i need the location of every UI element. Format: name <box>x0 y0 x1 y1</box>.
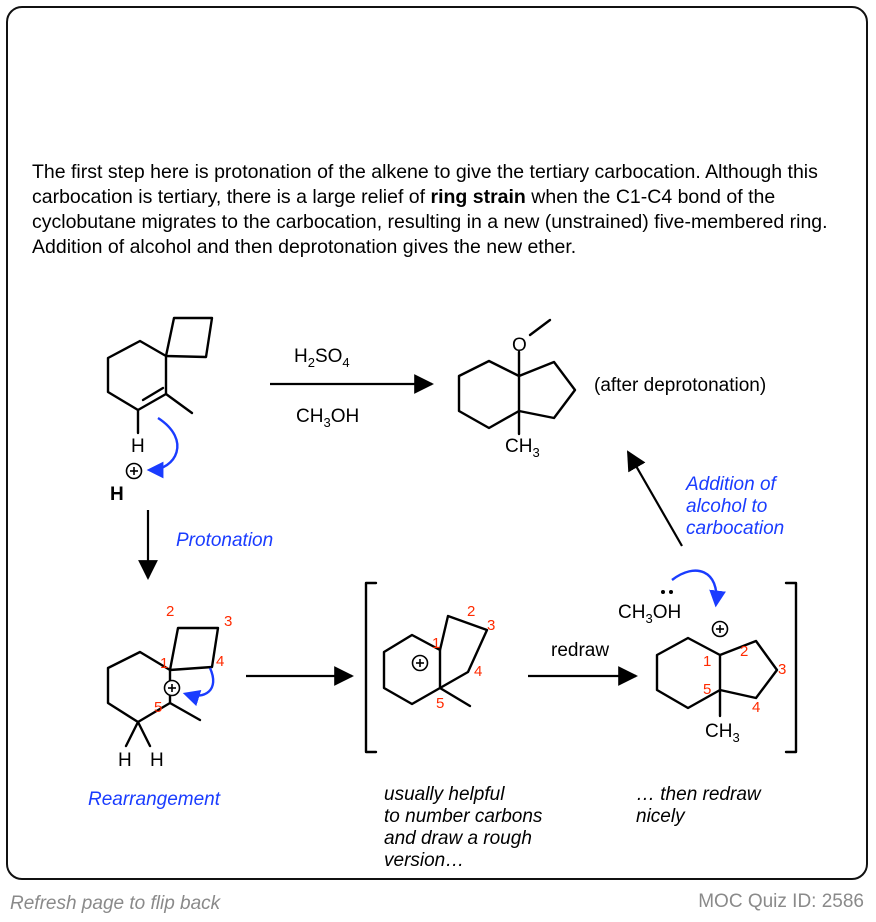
addition-label-line2: alcohol to <box>686 496 767 517</box>
rough-num-4: 4 <box>474 663 482 680</box>
product-o-me-bond <box>528 318 552 337</box>
addition-label-line1: Addition of <box>685 474 778 495</box>
redrawn-num-1: 1 <box>703 653 711 670</box>
cation1-h-bond-b <box>136 720 152 748</box>
cation1-num-5: 5 <box>154 699 162 716</box>
quiz-id-label: MOC Quiz ID: 2586 <box>698 891 864 912</box>
note-rough-line2: to number carbons <box>384 806 543 827</box>
product-cyclopentane-ring <box>517 360 577 420</box>
sm-methyl-bond <box>164 392 194 415</box>
cation1-methyl-bond <box>168 701 202 722</box>
cation1-h-atom-a: H <box>118 750 132 771</box>
cation1-num-2: 2 <box>166 603 174 620</box>
sm-cyclohexene-ring <box>106 339 168 412</box>
quiz-card[interactable] <box>6 6 868 880</box>
note-redraw-line2: nicely <box>636 806 686 827</box>
note-rough-line4: version… <box>384 850 464 871</box>
redrawn-num-3: 3 <box>778 661 786 678</box>
cation1-h-bond-a <box>124 720 140 748</box>
sm-h-atom: H <box>131 436 145 457</box>
curved-arrow-alcohol-attack <box>671 569 726 608</box>
explanation-text-1: The first step here is protonation of th… <box>32 161 818 208</box>
reagent-acid: H2SO4 <box>294 346 350 370</box>
note-rough-line1: usually helpful <box>384 784 505 805</box>
rough-num-3: 3 <box>487 617 495 634</box>
addition-arrow <box>627 450 683 547</box>
addition-label-line3: carbocation <box>686 518 784 539</box>
explanation-bold-ring-strain: ring strain <box>430 186 526 208</box>
product-o-atom: O <box>512 335 527 356</box>
rough-num-2: 2 <box>467 603 475 620</box>
product-ch3-label: CH3 <box>505 436 540 460</box>
explanation-paragraph: The first step here is protonation of th… <box>32 160 832 260</box>
note-rough-line3: and draw a rough <box>384 828 532 849</box>
curved-arrow-pi-to-h <box>146 416 179 479</box>
flip-back-hint: Refresh page to flip back <box>10 893 221 914</box>
product-cyclohexane-ring <box>457 359 521 430</box>
after-deprotonation-label: (after deprotonation) <box>594 375 766 396</box>
right-bracket <box>784 581 798 754</box>
rough-num-1: 1 <box>432 635 440 652</box>
protonation-label: Protonation <box>176 530 273 551</box>
redrawn-num-4: 4 <box>752 699 760 716</box>
cation1-cyclobutane-ring <box>168 626 220 672</box>
redrawn-cyclopentane-ring <box>718 639 779 700</box>
cation1-num-3: 3 <box>224 613 232 630</box>
lone-pair-dots <box>661 590 673 594</box>
proton-h-atom: H <box>110 484 124 505</box>
nucleophile-ch3oh: CH3OH <box>618 602 681 626</box>
cation1-num-4: 4 <box>216 653 224 670</box>
cation1-num-1: 1 <box>160 655 168 672</box>
redrawn-ch3-label: CH3 <box>705 721 740 745</box>
rough-methyl-bond <box>438 686 472 708</box>
redrawn-num-5: 5 <box>703 681 711 698</box>
cation1-h-atom-b: H <box>150 750 164 771</box>
sm-double-bond-inner <box>141 386 165 402</box>
curved-arrow-bond-migration <box>182 667 215 707</box>
sm-cyclobutane-ring <box>164 316 214 359</box>
explanation-text-2: when the C1-C4 bond of the cyclobutane m… <box>32 186 828 258</box>
left-bracket <box>364 581 378 754</box>
reagent-alcohol: CH3OH <box>296 406 359 430</box>
redrawn-num-2: 2 <box>740 643 748 660</box>
note-redraw-line1: … then redraw <box>636 784 762 805</box>
rough-num-5: 5 <box>436 695 444 712</box>
redraw-label: redraw <box>551 640 609 661</box>
rearrangement-label: Rearrangement <box>88 789 221 810</box>
rough-five-ring <box>438 614 489 690</box>
